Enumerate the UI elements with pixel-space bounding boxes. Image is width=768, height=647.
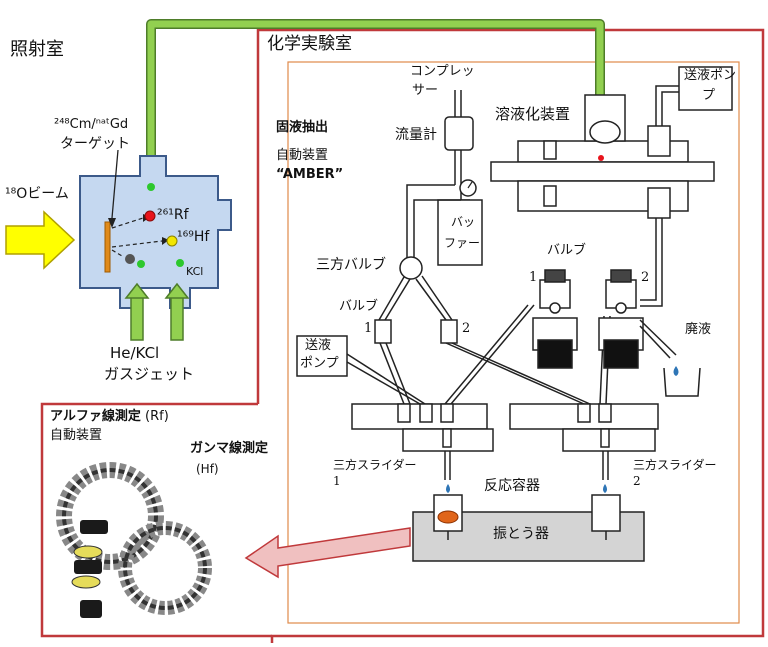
pump-top-tubing [640, 85, 679, 307]
target-pointer [111, 149, 119, 219]
measurement-room-border [40, 402, 272, 638]
three-way-valve-label: 三方バルブ [316, 257, 386, 273]
gamma-measurement-label-2: (Hf) [196, 462, 219, 476]
alpha-measurement-title: アルファ線測定 [50, 409, 141, 424]
beam-arrow [5, 210, 76, 270]
amber-label-2: 自動装置 [276, 148, 329, 163]
valve-1-left [374, 319, 392, 344]
hf-label: ¹⁶⁹Hf [177, 229, 210, 245]
gauge-needle [467, 181, 473, 189]
target-foil [104, 221, 111, 273]
slider-1-label-2: 1 [333, 474, 341, 488]
kcl-cluster [137, 260, 145, 268]
pump-left-label-2: ポンプ [300, 356, 339, 371]
vessel-stems [447, 531, 607, 540]
alpha-measurement-suffix: (Rf) [145, 409, 169, 424]
pump-top-label-2: プ [702, 88, 716, 103]
pump-left-label-1: 送液 [305, 338, 332, 353]
buffer-label-2: ファー [444, 236, 481, 250]
dissolver-apparatus [490, 94, 715, 219]
gas-jet-capillary [146, 19, 605, 160]
dissolver-spot [598, 155, 604, 161]
reaction-vessel-right [591, 494, 621, 532]
pump-left [296, 335, 348, 377]
kcl-cluster [176, 259, 184, 267]
drop-right [603, 484, 607, 493]
gas-jet-label-2: ガスジェット [104, 365, 195, 383]
kcl-cluster [147, 183, 155, 191]
slider-2-label-1: 三方スライダー [633, 458, 717, 472]
gas-jet-capillary-fill [147, 20, 604, 160]
transfer-arrow [244, 527, 411, 579]
compressor-label-1: コンプレッ [410, 64, 475, 79]
valve-right-label: バルブ [547, 243, 587, 258]
vessel-sample [437, 510, 459, 524]
kcl-label: KCl [186, 265, 204, 278]
irradiation-room-title: 照射室 [10, 39, 64, 60]
waste-drop [673, 366, 679, 376]
waste-line [639, 319, 677, 356]
valve-assembly-1 [532, 269, 578, 369]
target-pointer-head [108, 218, 116, 228]
waste-beaker [663, 367, 701, 397]
drop-left [446, 484, 450, 493]
beam-label: ¹⁸Oビーム [5, 186, 69, 202]
waste-label: 廃液 [685, 322, 712, 337]
slider-needles [444, 451, 609, 480]
amber-boundary [287, 61, 740, 624]
compressor-label-2: サー [412, 83, 439, 98]
alpha-measurement-label-2: 自動装置 [50, 428, 103, 443]
valve-num-2: 2 [462, 321, 471, 336]
slider-2 [509, 403, 659, 452]
recoil-arrows [111, 217, 163, 257]
amber-label-1: 固液抽出 [276, 120, 329, 135]
gas-inlet-tubes [124, 282, 190, 341]
buffer-tank [437, 199, 483, 266]
grey-atom [125, 254, 135, 264]
slider-1 [351, 403, 494, 452]
shaker-label: 振とう器 [493, 526, 549, 542]
target-sub-label: ターゲット [60, 136, 130, 152]
valve-lines [378, 275, 453, 321]
gas-line-to-valve [406, 184, 461, 258]
gamma-measurement-label-1: ガンマ線測定 [190, 441, 269, 456]
dissolver-bulb [589, 120, 621, 144]
rf-atom [144, 210, 156, 222]
chem-lab-title: 化学実験室 [267, 34, 352, 54]
amber-label-3: “AMBER” [276, 167, 344, 182]
valve-left-label: バルブ [339, 299, 379, 314]
valve-2-left [440, 319, 458, 344]
buffer-label-1: バッ [451, 215, 476, 229]
dissolver-label: 溶液化装置 [495, 105, 571, 123]
three-way-valve [399, 256, 423, 280]
target-label: ²⁴⁸Cm/ⁿᵃᵗGd [54, 117, 129, 132]
valve-assembly-2 [598, 269, 644, 369]
alpha-measurement-label: アルファ線測定 (Rf) [50, 409, 169, 425]
valve-num-2b: 2 [641, 270, 650, 285]
alpha-detector-wheel [56, 462, 164, 570]
flowmeter-label: 流量計 [395, 127, 437, 143]
detector-column [71, 520, 108, 618]
waste-line-2 [639, 325, 671, 359]
pump-top [678, 66, 733, 111]
rf-label: ²⁶¹Rf [157, 207, 189, 223]
pump-top-label-1: 送液ポン [684, 68, 737, 83]
reaction-vessel-label: 反応容器 [484, 478, 540, 494]
gamma-detector-wheel [118, 521, 212, 615]
gas-jet-label-1: He/KCl [110, 344, 160, 362]
valve-num-1b: 1 [529, 270, 538, 285]
slider-1-label-1: 三方スライダー [333, 458, 417, 472]
slider-2-label-2: 2 [633, 474, 641, 488]
hf-atom [166, 235, 178, 247]
valve-num-1: 1 [364, 321, 373, 336]
flowmeter-body [444, 116, 474, 151]
target-chamber [79, 155, 232, 309]
